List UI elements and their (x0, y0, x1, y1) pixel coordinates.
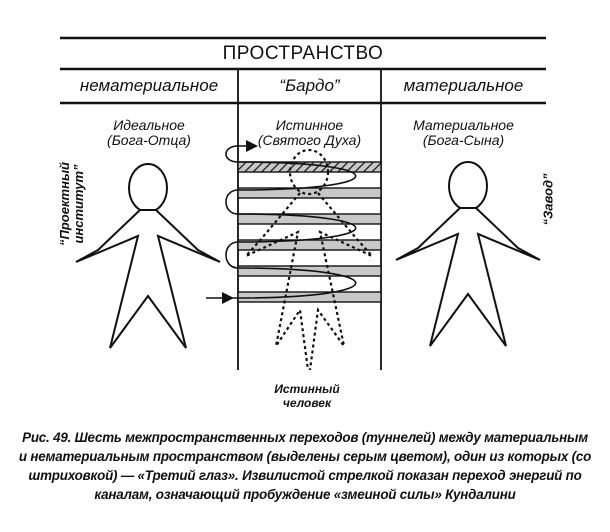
tunnel-band (237, 291, 382, 303)
third-eye-tunnel (237, 161, 382, 173)
caption-line-2: и нематериальным пространством (выделены… (18, 449, 592, 464)
column-immaterial: нематериальное (79, 76, 219, 95)
exit-arrowhead (246, 140, 258, 152)
caption-line-4: каналам, означающий пробуждение «змеиной… (94, 487, 516, 502)
subtitle-ideal-line1: Идеальное (113, 117, 185, 133)
subtitle-material-line2: (Бога-Сына) (422, 132, 505, 148)
tunnel-band (237, 213, 382, 225)
project-institute-line1: “Проектный (57, 162, 72, 247)
caption-line-3: штриховкой) — «Третий глаз». Извилистой … (28, 468, 582, 483)
project-institute-label: “Проектный институт” (57, 144, 86, 264)
column-bardo: “Бардо” (279, 76, 340, 95)
column-material: материальное (403, 76, 524, 95)
space-title: ПРОСТРАНСТВО (222, 43, 384, 64)
true-person-line2: человек (282, 396, 332, 410)
tunnels (237, 161, 382, 303)
ideal-person-figure (75, 163, 221, 349)
project-institute-line2: институт” (71, 164, 86, 244)
true-person-label: Истинный человек (262, 382, 352, 410)
subtitle-true: Истинное (Святого Духа) (238, 118, 381, 148)
subtitle-true-line1: Истинное (275, 117, 344, 133)
figure-caption: Рис. 49. Шесть межпространственных перех… (4, 428, 606, 504)
subtitle-true-line2: (Святого Духа) (257, 132, 362, 148)
material-person-figure (395, 161, 541, 347)
factory-label: “Завод” (540, 173, 556, 226)
true-person-figure (245, 148, 373, 371)
subtitle-ideal: Идеальное (Бога-Отца) (60, 118, 238, 148)
true-person-line1: Истинный (274, 382, 340, 396)
subtitle-material: Материальное (Бога-Сына) (381, 118, 546, 148)
entry-arrowhead (222, 292, 234, 304)
serpentine-arrow (206, 145, 357, 299)
caption-line-1: Рис. 49. Шесть межпространственных перех… (22, 430, 588, 445)
subtitle-material-line1: Материальное (413, 117, 514, 133)
subtitle-ideal-line2: (Бога-Отца) (107, 132, 191, 148)
